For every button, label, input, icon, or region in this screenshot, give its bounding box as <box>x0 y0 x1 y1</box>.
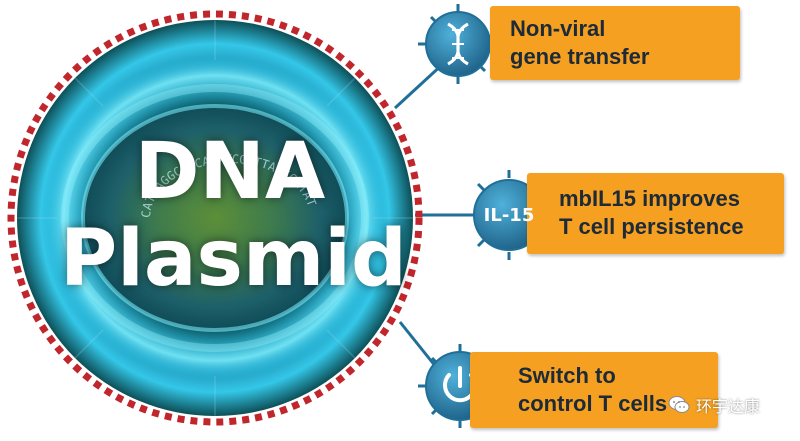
feature-line2: gene transfer <box>510 44 650 69</box>
watermark: 环宇达康 <box>668 392 760 418</box>
feature-card-gene-transfer: Non-viral gene transfer <box>490 6 740 80</box>
feature-line2: T cell persistence <box>559 214 744 239</box>
feature-card-il15: mbIL15 improves T cell persistence <box>527 173 784 254</box>
feature-card-text: Non-viral gene transfer <box>510 15 649 71</box>
circle-title-line2: Plasmid <box>60 214 407 304</box>
feature-card-text: mbIL15 improves T cell persistence <box>559 185 744 241</box>
feature-card-text: Switch to control T cells <box>518 362 667 418</box>
feature-line2: control T cells <box>518 391 668 416</box>
connector-line-1 <box>393 60 447 110</box>
dna-helix-icon <box>418 4 498 84</box>
feature-line1: mbIL15 improves <box>559 186 740 211</box>
il15-icon <box>466 170 545 260</box>
feature-line1: Non-viral <box>510 16 606 41</box>
feature-line1: Switch to <box>518 363 616 388</box>
feature-card-switch: Switch to control T cells <box>470 352 718 428</box>
circle-title-line1: DNA <box>134 127 326 217</box>
plasmid-circle: CATCAGGCATCATATCGCTTATGCATAT <box>7 10 423 426</box>
wechat-icon <box>668 396 690 413</box>
il15-icon-label: IL-15 <box>483 205 535 226</box>
watermark-text: 环宇达康 <box>696 399 761 416</box>
